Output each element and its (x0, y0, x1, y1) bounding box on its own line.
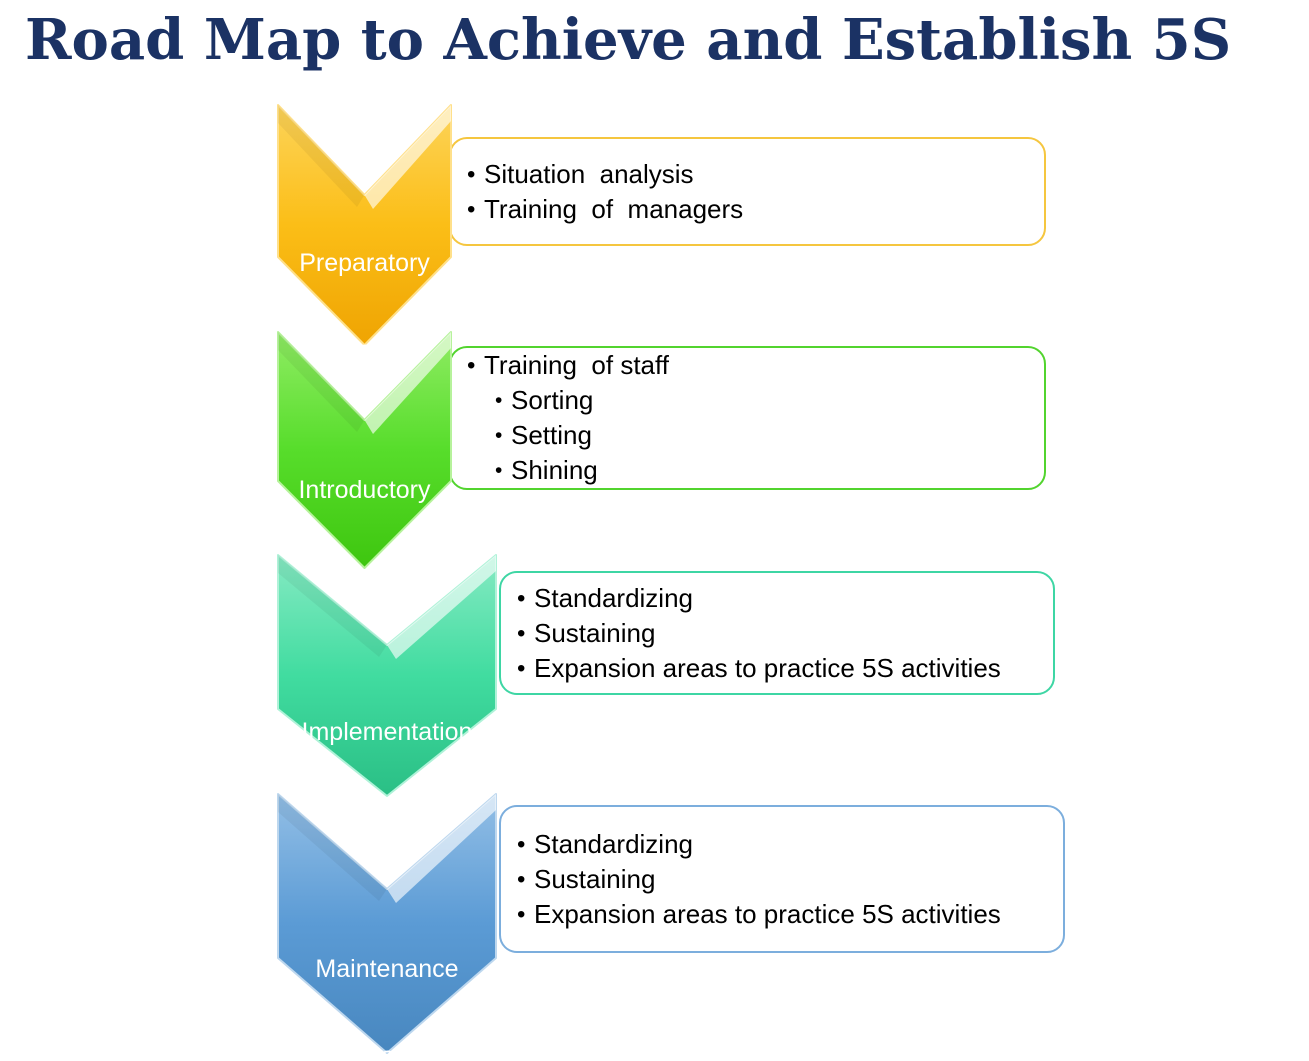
phase-name-line: phase (352, 1042, 422, 1061)
callout-maintenance: Standardizing Sustaining Expansion areas… (499, 805, 1065, 953)
bullet-icon (517, 651, 534, 686)
phase-name-line: Maintenance (315, 955, 459, 983)
list-item: Standardizing (517, 827, 1055, 862)
page-title: Road Map to Achieve and Establish 5S (25, 7, 1232, 73)
bullet-icon (517, 616, 534, 651)
bullet-icon (467, 192, 484, 227)
bullet-icon (517, 827, 534, 862)
phase-label: Maintenance phase On going (277, 897, 497, 1061)
list-item: Expansion areas to practice 5S activitie… (517, 897, 1055, 932)
chevron-down-shape (277, 331, 452, 569)
bullet-icon (467, 157, 484, 192)
phase-name-line: Implementation (301, 718, 473, 746)
callout-introductory: Training of staff Sorting Setting Shinin… (449, 346, 1046, 490)
chevron-down-shape (277, 104, 452, 346)
phase-name-line: Preparatory (299, 249, 430, 277)
chevron-preparatory: Preparatory phase 3 month (277, 103, 452, 461)
phase-name-line: Phase (329, 563, 400, 591)
chevron-maintenance: Maintenance phase On going (277, 792, 497, 1061)
bullet-icon (495, 383, 511, 418)
bullet-icon (467, 348, 484, 383)
list-item: Sorting (495, 383, 1036, 418)
list-item: Setting (495, 418, 1036, 453)
chevron-implementation: Implementation phase 2 years (277, 553, 497, 833)
list-item: Sustaining (517, 616, 1045, 651)
list-item: Training of staff (467, 348, 1036, 383)
bullet-icon (517, 862, 534, 897)
phase-name-line: phase (330, 336, 399, 364)
bullet-icon (495, 418, 511, 453)
phase-label: Implementation phase 2 years (277, 660, 497, 892)
callout-preparatory: Situation analysis Training of managers (449, 137, 1046, 246)
list-item: Expansion areas to practice 5S activitie… (517, 651, 1045, 686)
chevron-down-shape (277, 554, 497, 797)
bullet-icon (517, 897, 534, 932)
phase-name-line: Introductory (298, 476, 431, 504)
callout-implementation: Standardizing Sustaining Expansion areas… (499, 571, 1055, 695)
chevron-introductory: Introductory Phase 6 month (277, 330, 452, 688)
list-item: Training of managers (467, 192, 1036, 227)
list-item: Situation analysis (467, 157, 1036, 192)
chevron-down-shape (277, 793, 497, 1054)
bullet-icon (517, 581, 534, 616)
list-item: Shining (495, 453, 1036, 488)
list-item: Standardizing (517, 581, 1045, 616)
list-item: Sustaining (517, 862, 1055, 897)
bullet-icon (495, 453, 511, 488)
